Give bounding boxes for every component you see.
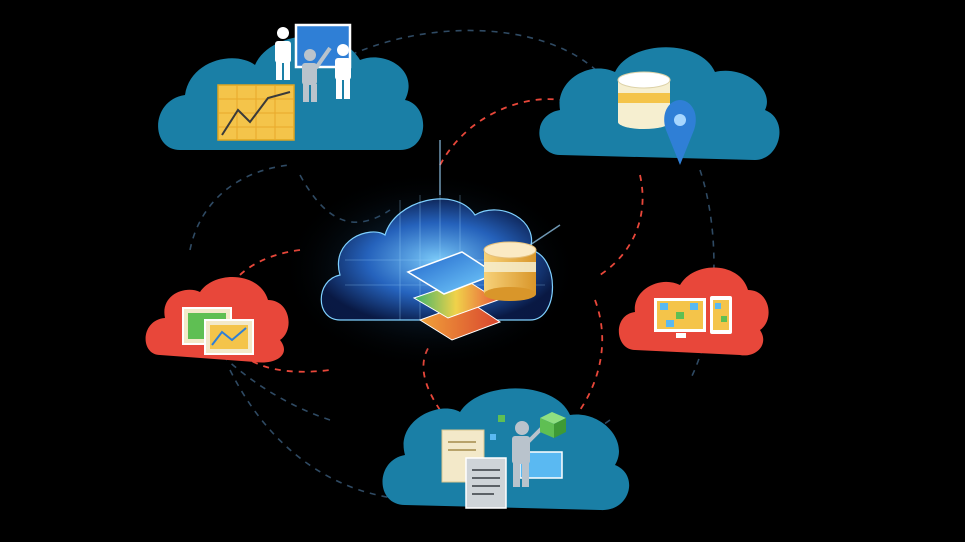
cloud-bottom [382, 388, 630, 511]
map-layers-icon [406, 251, 502, 341]
database-icon [617, 71, 671, 129]
documents-icon [441, 429, 507, 509]
cloud-top-right [539, 47, 780, 165]
cube-icon [540, 412, 566, 438]
small-squares-icon [490, 415, 505, 440]
database-icon [483, 241, 537, 301]
monitor-tablet-icon [654, 296, 732, 338]
cloud-top-left [158, 23, 424, 150]
cloud-right [618, 267, 769, 356]
presenter-icon [302, 46, 332, 102]
line-chart-icon [217, 84, 295, 141]
location-pin-icon [664, 100, 696, 165]
cloud-center [280, 140, 580, 370]
person-icon [512, 421, 544, 487]
maps-on-screens-icon [182, 307, 254, 355]
cloud-left [145, 277, 289, 363]
people-icon [275, 27, 351, 99]
screen-icon [519, 451, 563, 479]
inner-dashed-ring-red [224, 98, 644, 411]
